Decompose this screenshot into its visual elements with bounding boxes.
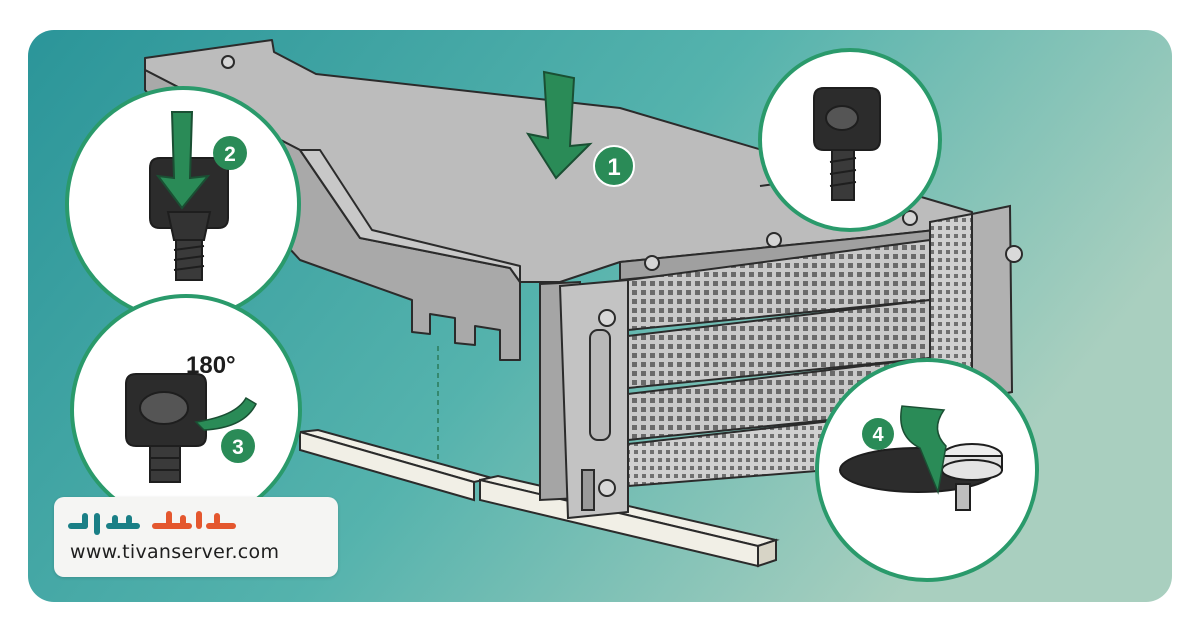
rotation-label: 180° bbox=[186, 352, 236, 379]
riser-bracket bbox=[539, 278, 629, 520]
brand-card bbox=[54, 497, 338, 577]
brand-url[interactable]: www.tivanserver.com bbox=[70, 541, 280, 563]
step-4-number: 4 bbox=[872, 424, 884, 446]
step-1-number: 1 bbox=[607, 154, 620, 181]
step-3-number: 3 bbox=[232, 436, 244, 459]
callout-step-2: 2 bbox=[65, 86, 301, 322]
thumbscrew-rotate-icon bbox=[125, 373, 207, 483]
brand-logo bbox=[68, 511, 236, 535]
callout-step-4: 4 bbox=[815, 358, 1039, 582]
guide-rail bbox=[299, 428, 780, 568]
step-1-badge: 1 bbox=[593, 145, 635, 187]
down-arrow-icon bbox=[525, 70, 593, 180]
callout-step-3: 3 bbox=[70, 294, 302, 526]
callout-thumbscrew-detail bbox=[758, 48, 942, 232]
step-2-number: 2 bbox=[224, 143, 236, 166]
thumbscrew-icon bbox=[813, 87, 881, 201]
